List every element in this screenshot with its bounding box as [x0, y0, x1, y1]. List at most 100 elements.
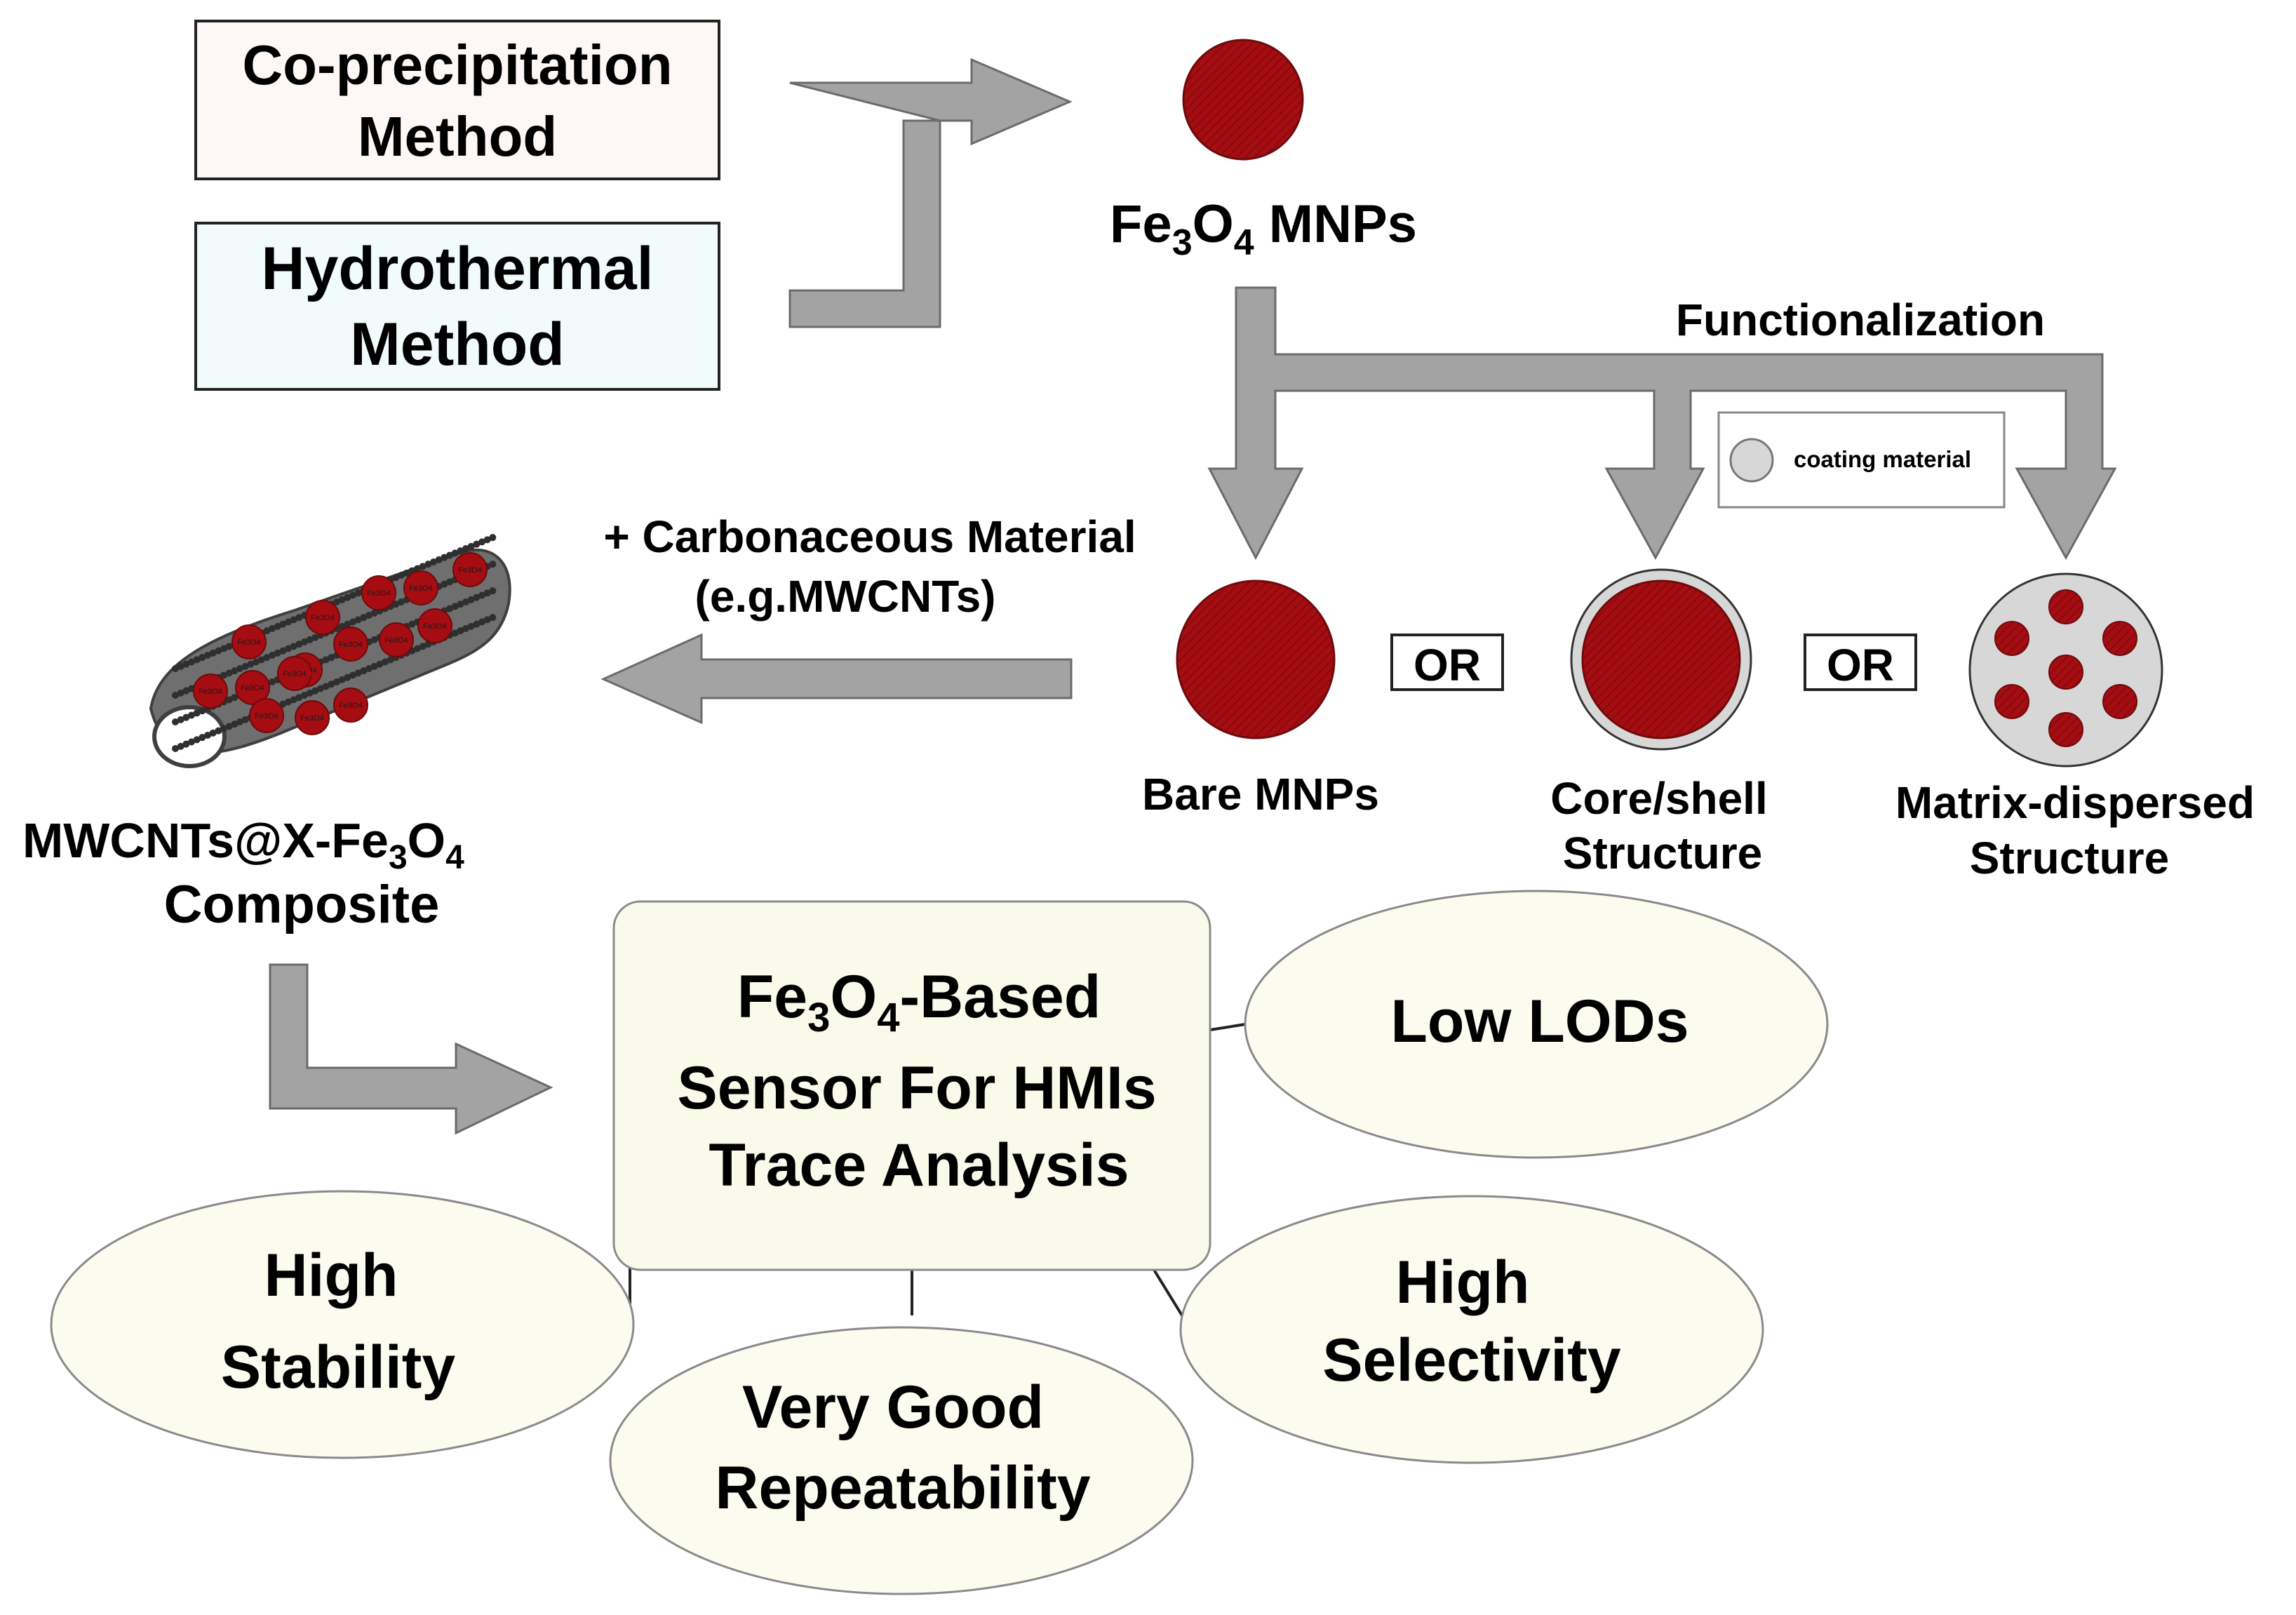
composite-fe3o4-particle: [235, 670, 270, 705]
nanotube-lattice-node: [290, 696, 297, 704]
nanotube-lattice-node: [387, 656, 394, 664]
nanotube-lattice-node: [182, 740, 190, 748]
high-selectivity-ellipse: High Selectivity: [1179, 1195, 1764, 1464]
nanotube-lattice-node: [354, 589, 362, 597]
coating-legend-label: coating material: [1794, 446, 1971, 472]
nanotube-lattice-node: [172, 692, 179, 699]
coprecipitation-method-box: Co-precipitation Method: [194, 20, 720, 180]
nanotube-lattice-node: [489, 534, 497, 542]
nanotube-lattice-node: [295, 614, 303, 622]
nanotube-lattice-node: [317, 685, 324, 692]
coprecipitation-label-line1: Co-precipitation: [242, 34, 672, 96]
nanotube-lattice-node: [204, 732, 211, 739]
composite-particle-label: Fe3O4: [255, 712, 278, 721]
composite-particle-label: Fe3O4: [311, 614, 335, 622]
nanotube-lattice-node: [172, 718, 179, 725]
or-box-2: OR: [1804, 634, 1917, 691]
nanotube-lattice-node: [457, 627, 464, 635]
nanotube-lattice-node: [338, 596, 346, 603]
matrix-dispersed-label-line2: Structure: [1970, 833, 2170, 883]
composite-label-line1: MWCNTs@X-Fe3O4: [22, 813, 464, 876]
nanotube-lattice-node: [344, 620, 351, 628]
composite-particle-label: Fe3O4: [237, 638, 261, 647]
nanotube-lattice-node: [424, 561, 432, 568]
nanotube-lattice-node: [193, 709, 201, 717]
nanotube-lattice-node: [285, 698, 292, 706]
high-selectivity-label-line2: Selectivity: [1322, 1327, 1621, 1394]
carbonaceous-label-line1: + Carbonaceous Material: [603, 511, 1136, 562]
low-lods-ellipse: Low LODs: [1244, 890, 1829, 1159]
nanotube-lattice-node: [370, 636, 378, 643]
nanotube-lattice-node: [365, 612, 372, 619]
nanotube-lattice-node: [322, 683, 330, 690]
nanotube-lattice-node: [354, 669, 362, 677]
nanotube-lattice-node: [220, 671, 227, 679]
nanotube-lattice-node: [489, 614, 497, 622]
nanotube-lattice-node: [333, 598, 340, 605]
nanotube-lattice-node: [451, 603, 459, 610]
nanotube-lattice-node: [182, 660, 190, 668]
composite-fe3o4-particle: [379, 622, 414, 657]
high-stability-ellipse: High Stability: [50, 1190, 635, 1459]
nanotube-lattice-node: [188, 738, 195, 746]
nanotube-lattice-node: [215, 727, 222, 735]
nanotube-lattice-node: [215, 647, 222, 655]
mwcnt-composite-tube: Fe3O4Fe3O4Fe3O4Fe3O4Fe3O4Fe3O4Fe3O4Fe3O4…: [149, 534, 511, 768]
nanotube-lattice-node: [414, 565, 421, 572]
nanotube-lattice-node: [344, 594, 351, 601]
low-lods-label: Low LODs: [1390, 988, 1689, 1055]
nanotube-lattice-node: [177, 662, 184, 670]
carbonaceous-arrow: [600, 633, 1073, 725]
nanotube-lattice-node: [306, 689, 314, 697]
nanotube-lattice-node: [253, 658, 260, 666]
nanotube-lattice-node: [360, 667, 368, 675]
functionalization-label: Functionalization: [1676, 295, 2045, 345]
nanotube-lattice-node: [398, 572, 405, 579]
matrix-dispersed-label-line1: Matrix-dispersed: [1895, 777, 2255, 828]
nanotube-lattice-node: [236, 718, 243, 725]
nanotube-lattice-node: [269, 678, 276, 685]
nanotube-lattice-node: [354, 616, 362, 624]
nanotube-lattice-node: [306, 636, 314, 643]
nanotube-lattice-node: [467, 542, 475, 550]
repeatability-label-line2: Repeatability: [715, 1454, 1090, 1522]
nanotube-lattice-node: [204, 652, 211, 659]
nanotube-lattice-node: [269, 652, 276, 659]
repeatability-label-line1: Very Good: [742, 1374, 1044, 1441]
matrix-dispersed-particle: [1968, 572, 2163, 768]
bare-mnps-label: Bare MNPs: [1142, 769, 1379, 819]
nanotube-lattice-node: [231, 721, 239, 728]
composite-label-line2: Composite: [164, 875, 440, 934]
nanotube-lattice-node: [478, 591, 485, 599]
nanotube-lattice-node: [285, 618, 292, 626]
nanotube-lattice-node: [473, 594, 481, 601]
nanotube-lattice-node: [419, 643, 427, 650]
nanotube-lattice-node: [446, 605, 453, 612]
nanotube-lattice-node: [172, 665, 179, 672]
nanotube-lattice-node: [473, 620, 481, 628]
nanotube-lattice-node: [199, 654, 206, 662]
composite-particle-label: Fe3O4: [339, 702, 363, 710]
carbonaceous-label-line2: (e.g.MWCNTs): [695, 571, 996, 622]
nanotube-lattice-node: [483, 616, 491, 624]
nanotube-lattice-node: [328, 654, 335, 662]
nanotube-lattice-node: [392, 574, 400, 582]
nanotube-lattice-node: [446, 578, 453, 586]
nanotube-lattice-node: [209, 649, 217, 657]
nanotube-lattice-node: [349, 618, 356, 626]
nanotube-lattice-node: [457, 547, 464, 555]
composite-particle-label: Fe3O4: [423, 622, 447, 631]
high-stability-label-line1: High: [264, 1242, 398, 1309]
nanotube-lattice-node: [483, 536, 491, 544]
nanotube-lattice-node: [177, 742, 184, 750]
nanotube-lattice-node: [279, 647, 287, 655]
nanotube-lattice-node: [274, 622, 281, 630]
nanotube-lattice-node: [225, 669, 233, 677]
nanotube-lattice-node: [322, 656, 330, 664]
nanotube-lattice-node: [188, 711, 195, 719]
nanotube-lattice-node: [349, 591, 356, 599]
composite-to-sensor-arrow: [269, 963, 553, 1135]
coating-legend-swatch: [1729, 438, 1774, 483]
nanotube-lattice-node: [177, 689, 184, 697]
nanotube-lattice-node: [295, 641, 303, 648]
